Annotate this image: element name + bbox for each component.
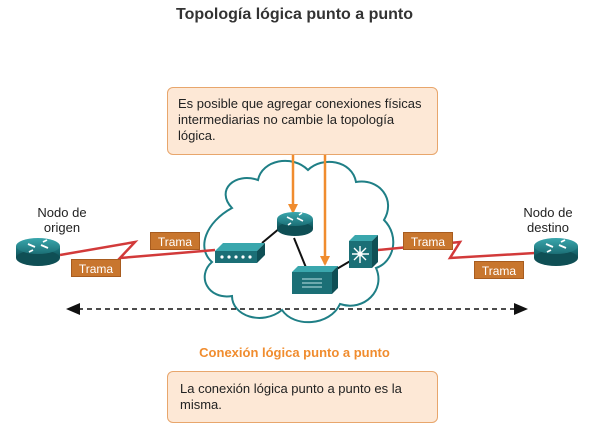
logical-arrow-left [66,303,80,315]
frame-badge: Trama [71,259,121,277]
dest-label-line1: Nodo de [523,205,573,220]
destination-node-label: Nodo de destino [508,205,588,235]
wan-link-right [377,240,536,260]
logical-arrow-right [514,303,528,315]
multilayer-switch-icon [349,235,378,268]
switch-icon [215,243,265,263]
wan-link-left [59,240,216,260]
link-router-server [293,237,308,271]
frame-badge: Trama [474,261,524,279]
info-callout-top: Es posible que agregar conexiones física… [167,87,438,155]
frame-badge: Trama [150,232,200,250]
origin-label-line2: origen [43,220,81,235]
diagram-title: Topología lógica punto a punto [176,6,413,23]
dest-label-line2: destino [527,220,569,235]
logical-connection-label: Conexión lógica punto a punto [199,345,390,360]
link-switch-router [261,227,281,244]
info-callout-bottom: La conexión lógica punto a punto es la m… [167,371,438,423]
router-icon [277,212,313,236]
server-icon [292,266,338,294]
router-icon [16,238,60,266]
router-icon [534,238,578,266]
origin-label-line1: Nodo de [37,205,87,220]
origin-node-label: Nodo de origen [22,205,102,235]
frame-badge: Trama [403,232,453,250]
